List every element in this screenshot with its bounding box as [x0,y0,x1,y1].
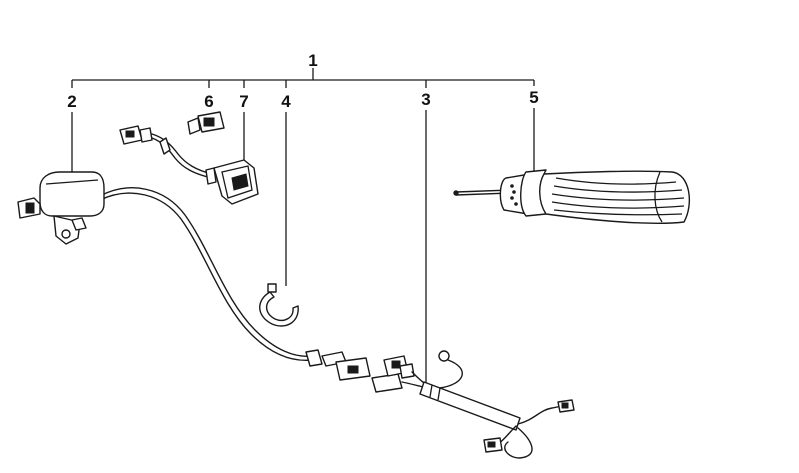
connector-plug [187,111,225,135]
switch-housing [17,171,313,361]
callout-1: 1 [308,51,317,70]
leader-lines [71,108,535,383]
callout-5: 5 [529,88,538,107]
cable-clip [259,283,299,327]
callout-6: 6 [204,92,213,111]
callout-7: 7 [239,92,248,111]
callout-3: 3 [421,90,430,109]
heated-grip [453,169,691,224]
callout-bracket [71,68,535,88]
callout-4: 4 [281,92,291,111]
callout-2: 2 [67,92,76,111]
cable-connector [305,349,371,381]
wiring-harness [371,350,575,459]
heater-switch [119,125,259,205]
